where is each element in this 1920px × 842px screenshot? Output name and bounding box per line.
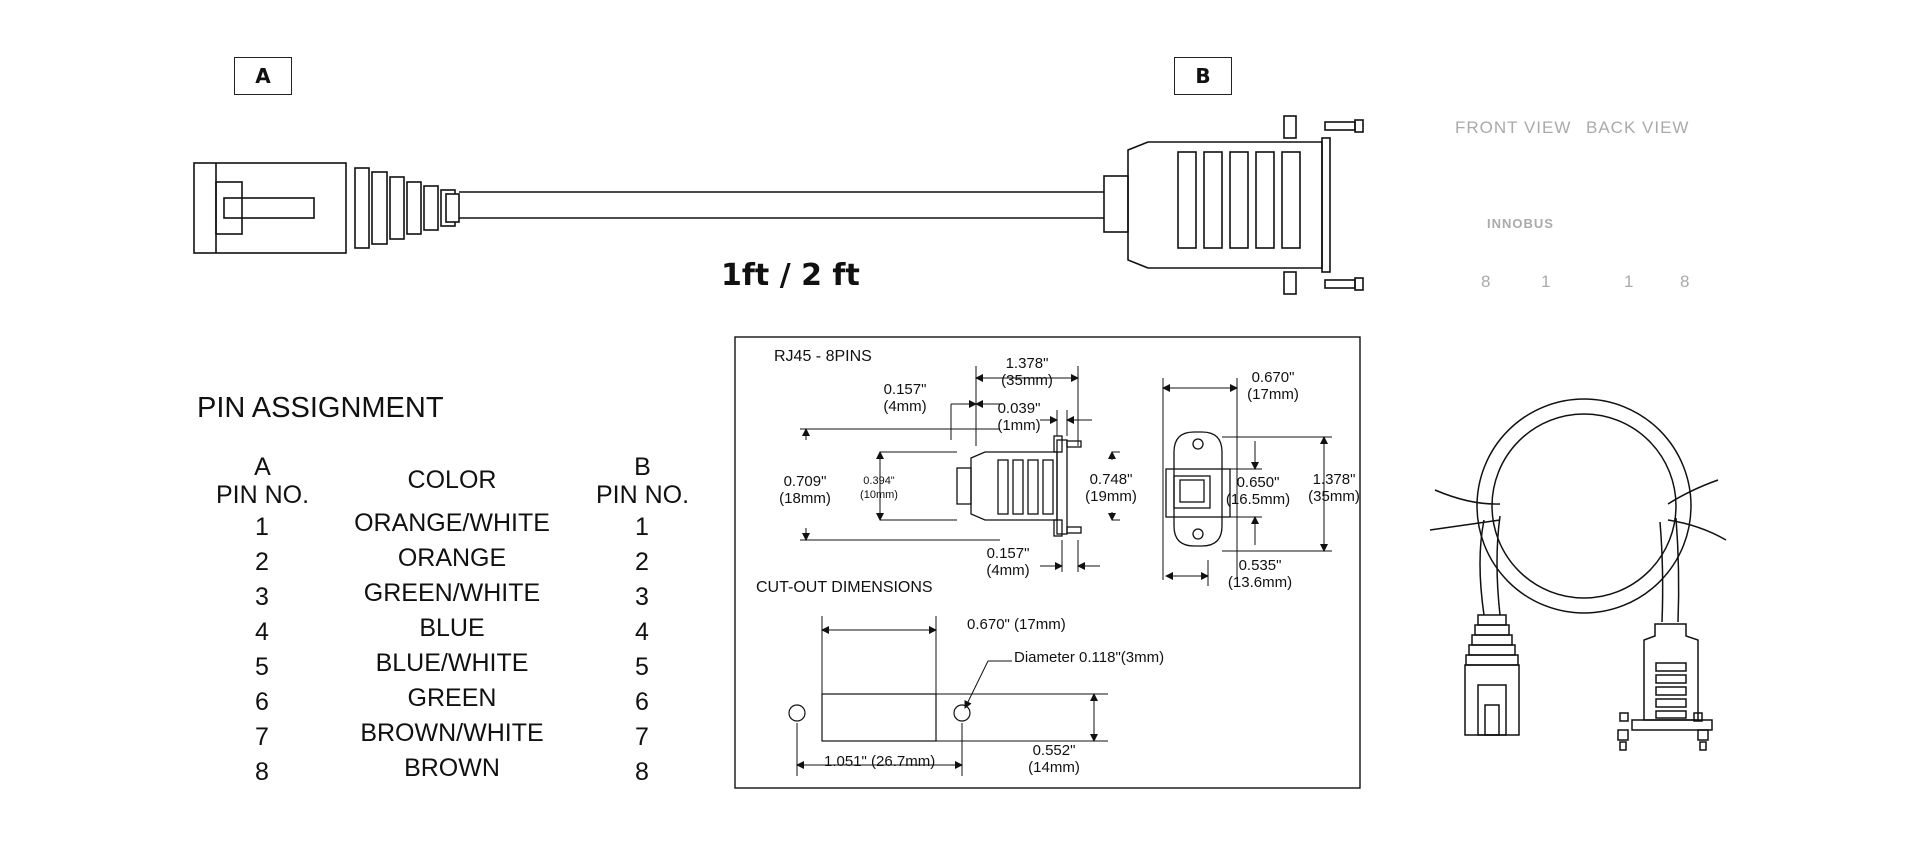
color-cell: ORANGE/WHITE	[354, 509, 550, 537]
connector-a-label: A	[234, 57, 292, 95]
pin-b-cell: 6	[635, 688, 649, 716]
dim-0394-in: 0.394"	[863, 475, 895, 487]
pin-a-cell: 6	[255, 688, 269, 716]
b-header-bottom: PIN NO.	[595, 481, 690, 509]
db-connector-drawing	[1103, 115, 1364, 295]
cut-0670: 0.670" (17mm)	[967, 616, 1066, 633]
cutout-drawing	[788, 693, 971, 742]
dim-0748-in: 0.748"	[1090, 471, 1133, 488]
pin-a-cell: 7	[255, 723, 269, 751]
color-cell: GREEN/WHITE	[363, 579, 541, 607]
pin-b-cell: 8	[635, 758, 649, 786]
back-pin-8: 8	[1680, 272, 1691, 291]
color-cell: BROWN/WHITE	[360, 719, 544, 747]
connector-b-label: B	[1174, 57, 1232, 95]
pin-a-cell: 2	[255, 548, 269, 576]
dim-0535-in: 0.535"	[1239, 557, 1282, 574]
cut-0552-mm: (14mm)	[1028, 759, 1080, 776]
b-pin-column: 1 2 3 4 5 6 7 8	[612, 510, 672, 790]
color-column: ORANGE/WHITE ORANGE GREEN/WHITE BLUE BLUE/WH…	[337, 506, 567, 786]
color-cell: BLUE	[419, 614, 485, 642]
dim-1378-in: 1.378"	[1006, 355, 1049, 372]
a-header-bottom: PIN NO.	[215, 481, 310, 509]
back-pin-1: 1	[1624, 272, 1635, 291]
dim-0670-in: 0.670"	[1252, 369, 1295, 386]
a-header-top: A	[254, 453, 271, 481]
dim-0157-mm: (4mm)	[883, 398, 926, 415]
rj45-plug-drawing	[193, 162, 460, 254]
cut-1051: 1.051" (26.7mm)	[824, 753, 935, 770]
front-pin-8: 8	[1481, 272, 1492, 291]
pin-b-cell: 2	[635, 548, 649, 576]
color-cell: BLUE/WHITE	[375, 649, 529, 677]
back-view-label: BACK VIEW	[1586, 118, 1690, 137]
b-pin-header: B PIN NO.	[590, 453, 695, 509]
color-cell: BROWN	[404, 754, 500, 782]
dim-0709-in: 0.709"	[784, 473, 827, 490]
color-header: COLOR	[407, 466, 497, 494]
dim-0748-mm: (19mm)	[1085, 488, 1137, 505]
color-cell: ORANGE	[397, 544, 507, 572]
dim-1378-mm: (35mm)	[1001, 372, 1053, 389]
coiled-cable-drawing	[1429, 398, 1727, 751]
dimension-title: RJ45 - 8PINS	[774, 348, 872, 365]
pin-a-cell: 8	[255, 758, 269, 786]
pin-b-cell: 5	[635, 653, 649, 681]
a-pin-header: A PIN NO.	[210, 453, 315, 509]
pin-a-cell: 3	[255, 583, 269, 611]
front-pin-1: 1	[1541, 272, 1552, 291]
dim-0670-mm: (17mm)	[1247, 386, 1299, 403]
brand-logo: INNOBUS	[1487, 216, 1554, 231]
pin-a-cell: 1	[255, 513, 269, 541]
dimension-box	[734, 336, 1361, 789]
dim-0650-in: 0.650"	[1237, 474, 1280, 491]
dim-0157b-in: 0.157"	[987, 545, 1030, 562]
dim-1378b-in: 1.378"	[1313, 471, 1356, 488]
dim-0650-mm: (16.5mm)	[1226, 491, 1290, 508]
dim-0394-mm: (10mm)	[860, 489, 898, 501]
pin-a-cell: 4	[255, 618, 269, 646]
cut-0552-in: 0.552"	[1033, 742, 1076, 759]
a-pin-column: 1 2 3 4 5 6 7 8	[232, 510, 292, 790]
front-view-label: FRONT VIEW	[1455, 118, 1572, 137]
b-header-top: B	[634, 453, 651, 481]
cutout-title: CUT-OUT DIMENSIONS	[756, 579, 933, 596]
dim-0039-mm: (1mm)	[997, 417, 1040, 434]
pin-b-cell: 1	[635, 513, 649, 541]
dimension-side-view	[956, 435, 1082, 537]
pin-b-cell: 7	[635, 723, 649, 751]
dimension-front-view	[1165, 431, 1231, 547]
pin-a-cell: 5	[255, 653, 269, 681]
dim-0157b-mm: (4mm)	[986, 562, 1029, 579]
pin-b-cell: 4	[635, 618, 649, 646]
dim-0157-in: 0.157"	[884, 381, 927, 398]
cable-length: 1ft / 2 ft	[721, 258, 860, 293]
cut-diameter: Diameter 0.118"(3mm)	[1014, 649, 1164, 666]
dim-0535-mm: (13.6mm)	[1228, 574, 1292, 591]
color-cell: GREEN	[407, 684, 497, 712]
dim-0039-in: 0.039"	[998, 400, 1041, 417]
dim-1378b-mm: (35mm)	[1308, 488, 1360, 505]
pin-b-cell: 3	[635, 583, 649, 611]
dim-0709-mm: (18mm)	[779, 490, 831, 507]
pin-assignment-title: PIN ASSIGNMENT	[197, 392, 444, 424]
